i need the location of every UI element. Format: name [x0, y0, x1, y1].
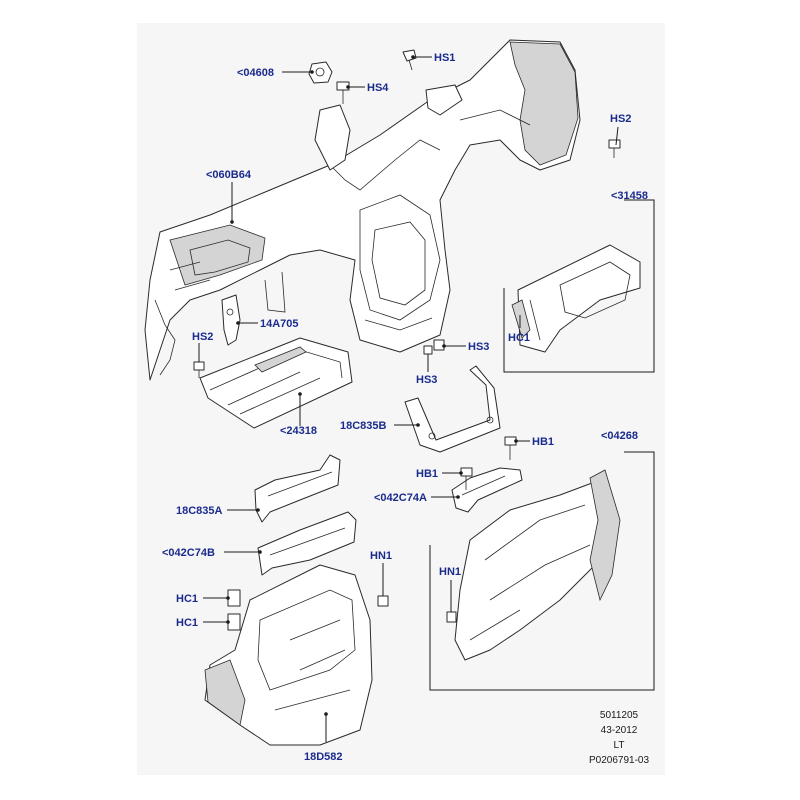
clip-hc1-upper-icon	[227, 589, 241, 607]
bracket-042C74A	[451, 467, 523, 513]
callout-hn1-right: HN1	[439, 566, 461, 578]
clip-hn1-left-icon	[377, 595, 389, 607]
callout-060B64: <060B64	[206, 169, 252, 181]
bracket-18C835A	[254, 454, 341, 523]
footer-line-1: 5011205	[600, 710, 639, 721]
callout-hc1-lower: HC1	[176, 617, 198, 629]
screw-hs4-icon	[336, 81, 350, 104]
screw-hs2-left-icon	[193, 361, 205, 378]
callout-hs2-top: HS2	[610, 113, 631, 125]
leader-dots	[226, 55, 518, 716]
callout-hc1-glove: HC1	[508, 332, 530, 344]
cross-car-beam	[144, 39, 581, 381]
screw-hs3-icon	[423, 339, 445, 355]
group-box-04268	[429, 451, 655, 691]
glove-box-31458	[511, 244, 641, 353]
leader-lines	[198, 56, 619, 742]
callout-hc1-upper: HC1	[176, 593, 198, 605]
housing-18D582	[204, 564, 373, 746]
bracket-042C74B	[257, 511, 357, 576]
callout-18C835B: 18C835B	[340, 420, 387, 432]
callout-24318: <24318	[280, 425, 317, 437]
bolt-hb1-right-icon	[504, 436, 517, 460]
screw-hs2-top-icon	[608, 139, 621, 158]
callout-18D582: 18D582	[304, 751, 343, 763]
clip-04608	[308, 61, 333, 84]
bracket-18C835B	[404, 365, 501, 453]
tray-24318	[199, 337, 353, 429]
callout-hs3-below: HS3	[416, 374, 437, 386]
bracket-14A705	[221, 294, 241, 346]
callout-042C74B: <042C74B	[162, 547, 215, 559]
callout-hb1-right: HB1	[532, 436, 554, 448]
screw-hs1-icon	[402, 49, 417, 71]
footer-line-4: P0206791-03	[589, 755, 649, 766]
lower-panel-04268	[454, 469, 621, 661]
footer-reference: 5011205 43-2012 LT P0206791-03	[589, 710, 649, 766]
callout-18C835A: 18C835A	[176, 505, 223, 517]
callout-31458: <31458	[611, 190, 648, 202]
callout-hn1-left: HN1	[370, 550, 392, 562]
clip-hn1-right-icon	[446, 611, 457, 623]
footer-line-3: LT	[614, 740, 625, 751]
group-box-31458	[503, 199, 655, 373]
callout-hs4: HS4	[367, 82, 389, 94]
footer-line-2: 43-2012	[601, 725, 638, 736]
callout-04268: <04268	[601, 430, 638, 442]
callout-042C74A: <042C74A	[374, 492, 427, 504]
callout-hs1: HS1	[434, 52, 455, 64]
callout-04608: <04608	[237, 67, 274, 79]
callout-hs2-left: HS2	[192, 331, 213, 343]
callout-hb1-left: HB1	[416, 468, 438, 480]
callout-hs3-right: HS3	[468, 341, 489, 353]
clip-hc1-lower-icon	[227, 613, 241, 631]
callout-14A705: 14A705	[260, 318, 299, 330]
